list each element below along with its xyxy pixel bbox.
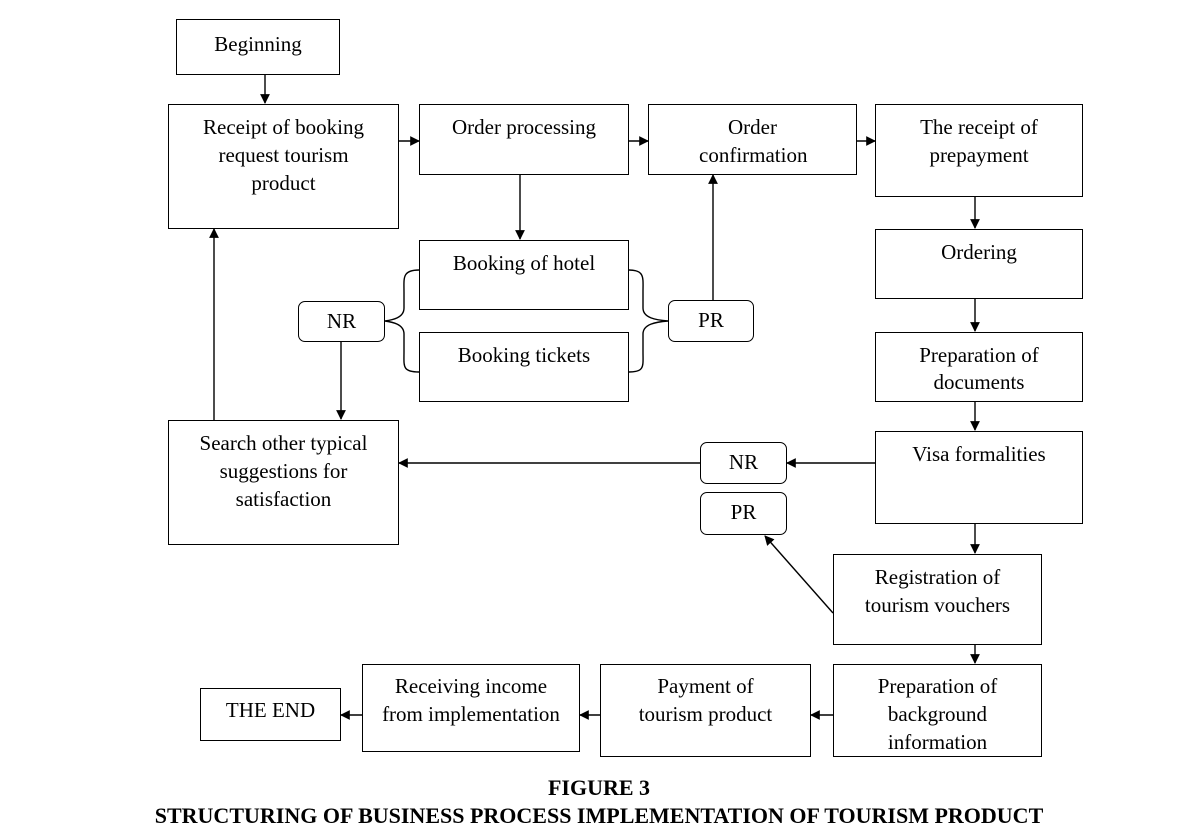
badge-nr-booking: NR (298, 301, 385, 342)
node-visa-formalities: Visa formalities (875, 431, 1083, 524)
figure-title: STRUCTURING OF BUSINESS PROCESS IMPLEMEN… (154, 803, 1044, 828)
node-preparation-of-documents: Preparation of documents (875, 332, 1083, 402)
node-the-end: THE END (200, 688, 341, 741)
node-payment-of-tourism-product: Payment of tourism product (600, 664, 811, 757)
badge-pr-visa: PR (700, 492, 787, 535)
node-search-other-suggestions: Search other typical suggestions for sat… (168, 420, 399, 545)
node-booking-of-hotel: Booking of hotel (419, 240, 629, 310)
node-receiving-income: Receiving income from implementation (362, 664, 580, 752)
node-booking-tickets: Booking tickets (419, 332, 629, 402)
badge-pr-booking: PR (668, 300, 754, 342)
node-preparation-of-background: Preparation of background information (833, 664, 1042, 757)
brace-right (628, 269, 669, 373)
node-order-confirmation: Order confirmation (648, 104, 857, 175)
node-receipt-of-prepayment: The receipt of prepayment (875, 104, 1083, 197)
brace-left (384, 269, 420, 373)
node-ordering: Ordering (875, 229, 1083, 299)
badge-nr-visa: NR (700, 442, 787, 484)
node-order-processing: Order processing (419, 104, 629, 175)
node-beginning: Beginning (176, 19, 340, 75)
figure-label: FIGURE 3 (547, 775, 651, 800)
arrow-registration-to-pr (764, 535, 834, 614)
node-receipt-booking-request: Receipt of booking request tourism produ… (168, 104, 399, 229)
node-registration-of-vouchers: Registration of tourism vouchers (833, 554, 1042, 645)
